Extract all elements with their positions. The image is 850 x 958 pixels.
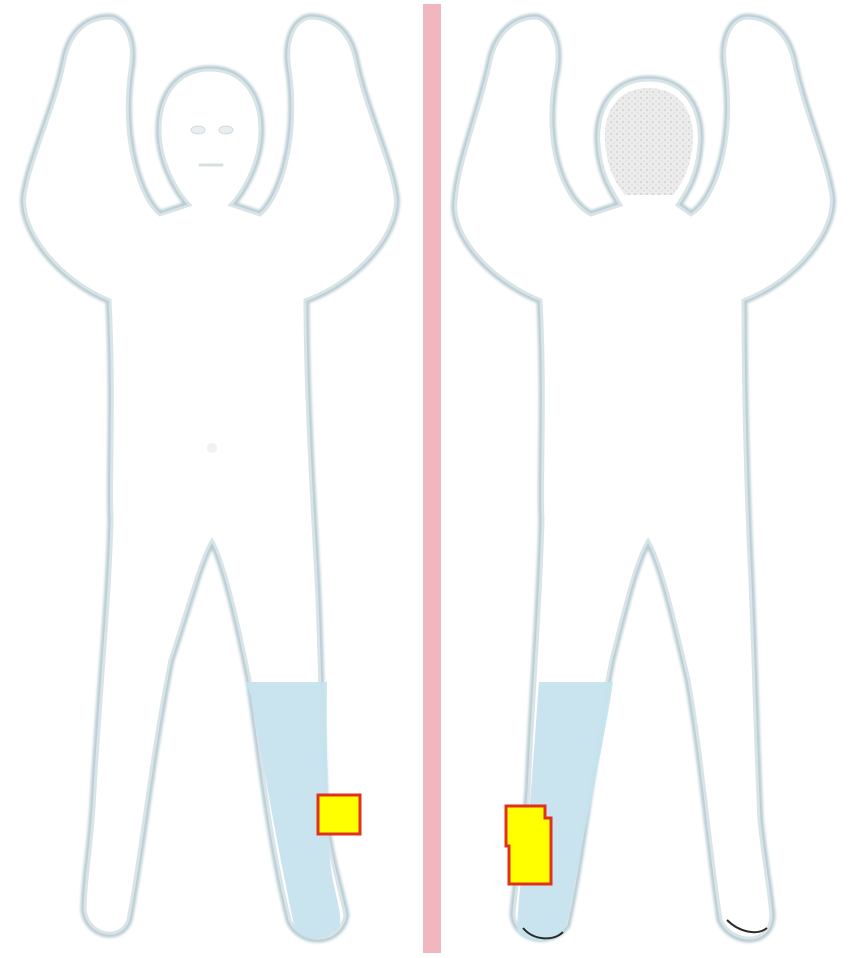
back-hair	[605, 88, 693, 195]
front-alert-box-icon[interactable]	[318, 795, 360, 834]
view-divider	[423, 4, 441, 953]
back-view-panel	[441, 0, 850, 953]
front-body-figure-icon	[0, 0, 423, 953]
back-body-figure-icon	[441, 0, 850, 953]
front-view-panel	[0, 0, 423, 953]
back-alert-box-icon[interactable]	[506, 806, 551, 884]
